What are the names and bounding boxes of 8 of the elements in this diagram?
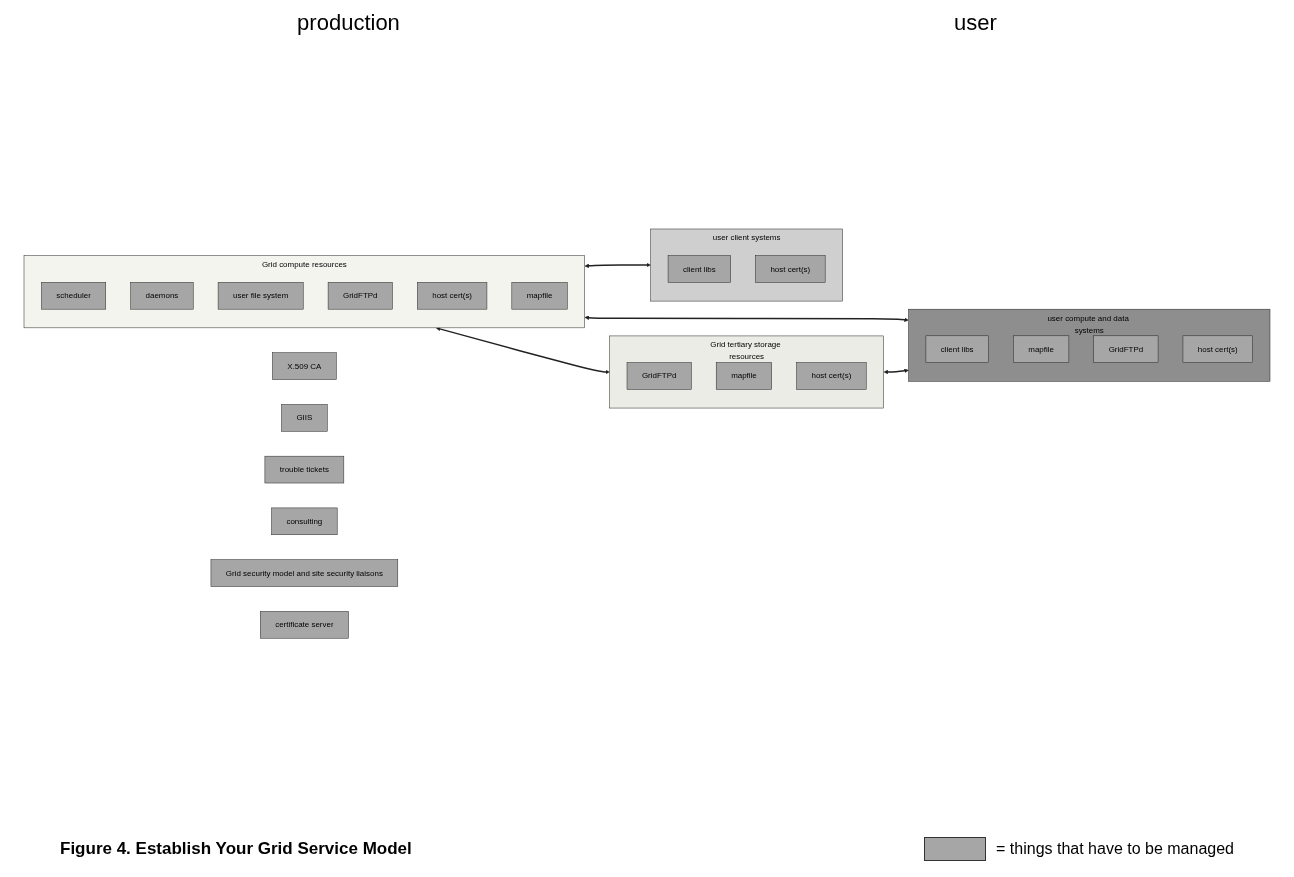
arrow (436, 326, 610, 375)
section-heading: production (297, 10, 400, 36)
figure-caption: Figure 4. Establish Your Grid Service Model (60, 839, 412, 859)
arrow (584, 262, 651, 268)
arrow (584, 315, 909, 322)
arrow (883, 368, 909, 375)
section-heading: user (954, 10, 997, 36)
legend-text: = things that have to be managed (996, 840, 1234, 858)
